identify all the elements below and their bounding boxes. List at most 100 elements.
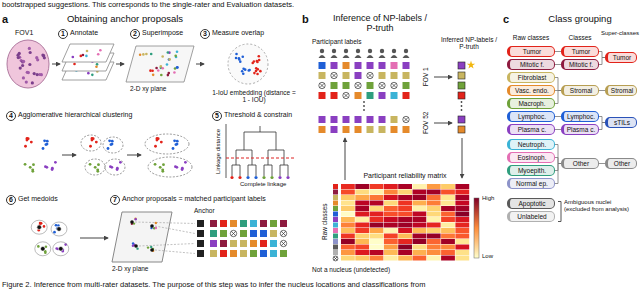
step-number: 6	[6, 195, 16, 205]
plane-note: 2-D xy plane	[112, 265, 174, 272]
raw-class-pill: Eosinoph.	[507, 152, 555, 163]
column-header: Super-classes	[600, 30, 640, 37]
node-text: Tumor	[523, 47, 542, 56]
panel-letter: a	[2, 13, 14, 26]
xy-plane	[112, 212, 172, 262]
raw-class-pill: Myoepith.	[507, 165, 555, 176]
step-number: 2	[130, 29, 140, 39]
column-header: Raw classes	[505, 34, 557, 41]
flow-arrows	[52, 64, 462, 238]
embedding-plot	[228, 44, 268, 84]
raw-class-pill: Apoptotic	[507, 198, 555, 209]
node-text: 4	[9, 112, 13, 120]
step-number: 1	[58, 29, 68, 39]
dendrogram	[226, 124, 288, 178]
super-class-pill: Tumor	[605, 52, 637, 63]
node-text: Lymphoc.	[518, 112, 546, 121]
raw-class-pill: Mitotic f.	[507, 59, 555, 70]
step-title: Superimpose	[142, 29, 198, 37]
class-pill: Mitotic f.	[561, 59, 599, 70]
step-title: Measure overlap	[212, 29, 296, 37]
matrix-title: Participant reliability matrix	[350, 172, 460, 180]
node-text: Vasc. endo.	[515, 86, 549, 95]
axis-label: Linkage distance	[215, 124, 222, 179]
anchor-label: Anchor	[194, 207, 234, 214]
node-text: Eosinoph.	[518, 153, 547, 162]
node-text: Other	[614, 159, 630, 168]
node-text: 1	[61, 30, 65, 38]
step-title: Anchor proposals = matched participant l…	[122, 195, 298, 203]
step-number: 3	[200, 29, 210, 39]
node-text: 6	[9, 196, 13, 204]
fov-label: FOV 52	[422, 107, 429, 139]
bracket-note: Ambiguous nuclei (excluded from analysis…	[564, 199, 638, 213]
raw-class-pill: Normal ep.	[507, 178, 555, 189]
node-text: Mitotic f.	[569, 60, 593, 69]
panel-letter: c	[503, 13, 515, 26]
panel-letter: b	[302, 13, 314, 26]
node-text: Stromal	[611, 86, 633, 95]
step-title: Agglomerative hierarchical clustering	[18, 111, 208, 119]
node-text: 7	[113, 196, 117, 204]
node-text: Fibroblast	[518, 73, 547, 82]
node-text: Macroph.	[518, 99, 545, 108]
raw-class-pill: Tumor	[507, 46, 555, 57]
step-title: Get medoids	[18, 195, 98, 203]
raw-class-pill: Lymphoc.	[507, 111, 555, 122]
fov-tissue	[7, 40, 49, 88]
column-header: Classes	[559, 34, 601, 41]
class-pill: Lymphoc.	[561, 111, 599, 122]
figure-caption: Figure 2. Inference from multi-rater dat…	[2, 281, 638, 290]
linkage-note: Complete linkage	[240, 181, 300, 188]
panel-title: Obtaining anchor proposals	[40, 14, 210, 25]
threshold-line	[226, 158, 296, 159]
panel-title: Inference of NP-labels / P-truth	[330, 13, 430, 34]
node-text: Tumor	[572, 47, 591, 56]
step-number: 5	[212, 111, 222, 121]
group-label: Participant labels	[312, 38, 402, 45]
node-text: Apoptotic	[518, 199, 545, 208]
caption-fragment: bootstrapped suggestions. This correspon…	[2, 1, 638, 10]
step-title: Annotate	[70, 29, 126, 37]
super-class-pill: Stromal	[605, 85, 637, 96]
super-class-pill: sTILs	[605, 117, 637, 128]
node-text: sTILs	[614, 118, 630, 127]
class-pill: Tumor	[561, 46, 599, 57]
class-pill: Stromal	[561, 85, 599, 96]
class-pill: Other	[561, 158, 599, 169]
node-text: Lymphoc.	[567, 112, 595, 121]
plane-note: 2-D xy plane	[130, 85, 192, 92]
colorbar	[474, 198, 479, 258]
class-mapping-line	[555, 145, 561, 164]
node-text: Mitotic f.	[520, 60, 544, 69]
raw-class-pill: Macroph.	[507, 98, 555, 109]
scale-label: High	[482, 195, 500, 202]
node-text: Tumor	[613, 53, 632, 62]
node-text: Plasma c.	[567, 125, 596, 134]
embedding-note: 1-IoU embedding (distance = 1 - IOU)	[212, 89, 296, 104]
image-label: FOV1	[15, 29, 45, 37]
node-text: 3	[203, 30, 207, 38]
node-text: Normal ep.	[516, 179, 548, 188]
row-note: Not a nucleus (undetected)	[312, 266, 452, 273]
step-number: 7	[110, 195, 120, 205]
step-title: Threshold & constrain	[224, 111, 300, 119]
axis-label: Raw classes	[321, 197, 328, 247]
step-number: 4	[6, 111, 16, 121]
raw-class-pill: Vasc. endo.	[507, 85, 555, 96]
raw-class-pill: Neutroph.	[507, 139, 555, 150]
node-text: Neutroph.	[518, 140, 547, 149]
raw-class-pill: Unlabeled	[507, 211, 555, 222]
scale-label: Low	[482, 253, 500, 260]
panel-title: Class grouping	[525, 14, 635, 25]
raw-class-pill: Plasma c.	[507, 124, 555, 135]
node-text: Myoepith.	[518, 166, 546, 175]
node-text: 2	[133, 30, 137, 38]
class-mapping-line	[555, 91, 561, 104]
node-text: Unlabeled	[517, 212, 546, 221]
class-pill: Plasma c.	[561, 124, 599, 135]
fov-label: FOV 1	[422, 62, 429, 92]
group-label: Inferred NP-labels / P-truth	[438, 36, 500, 51]
bracket	[558, 202, 561, 222]
